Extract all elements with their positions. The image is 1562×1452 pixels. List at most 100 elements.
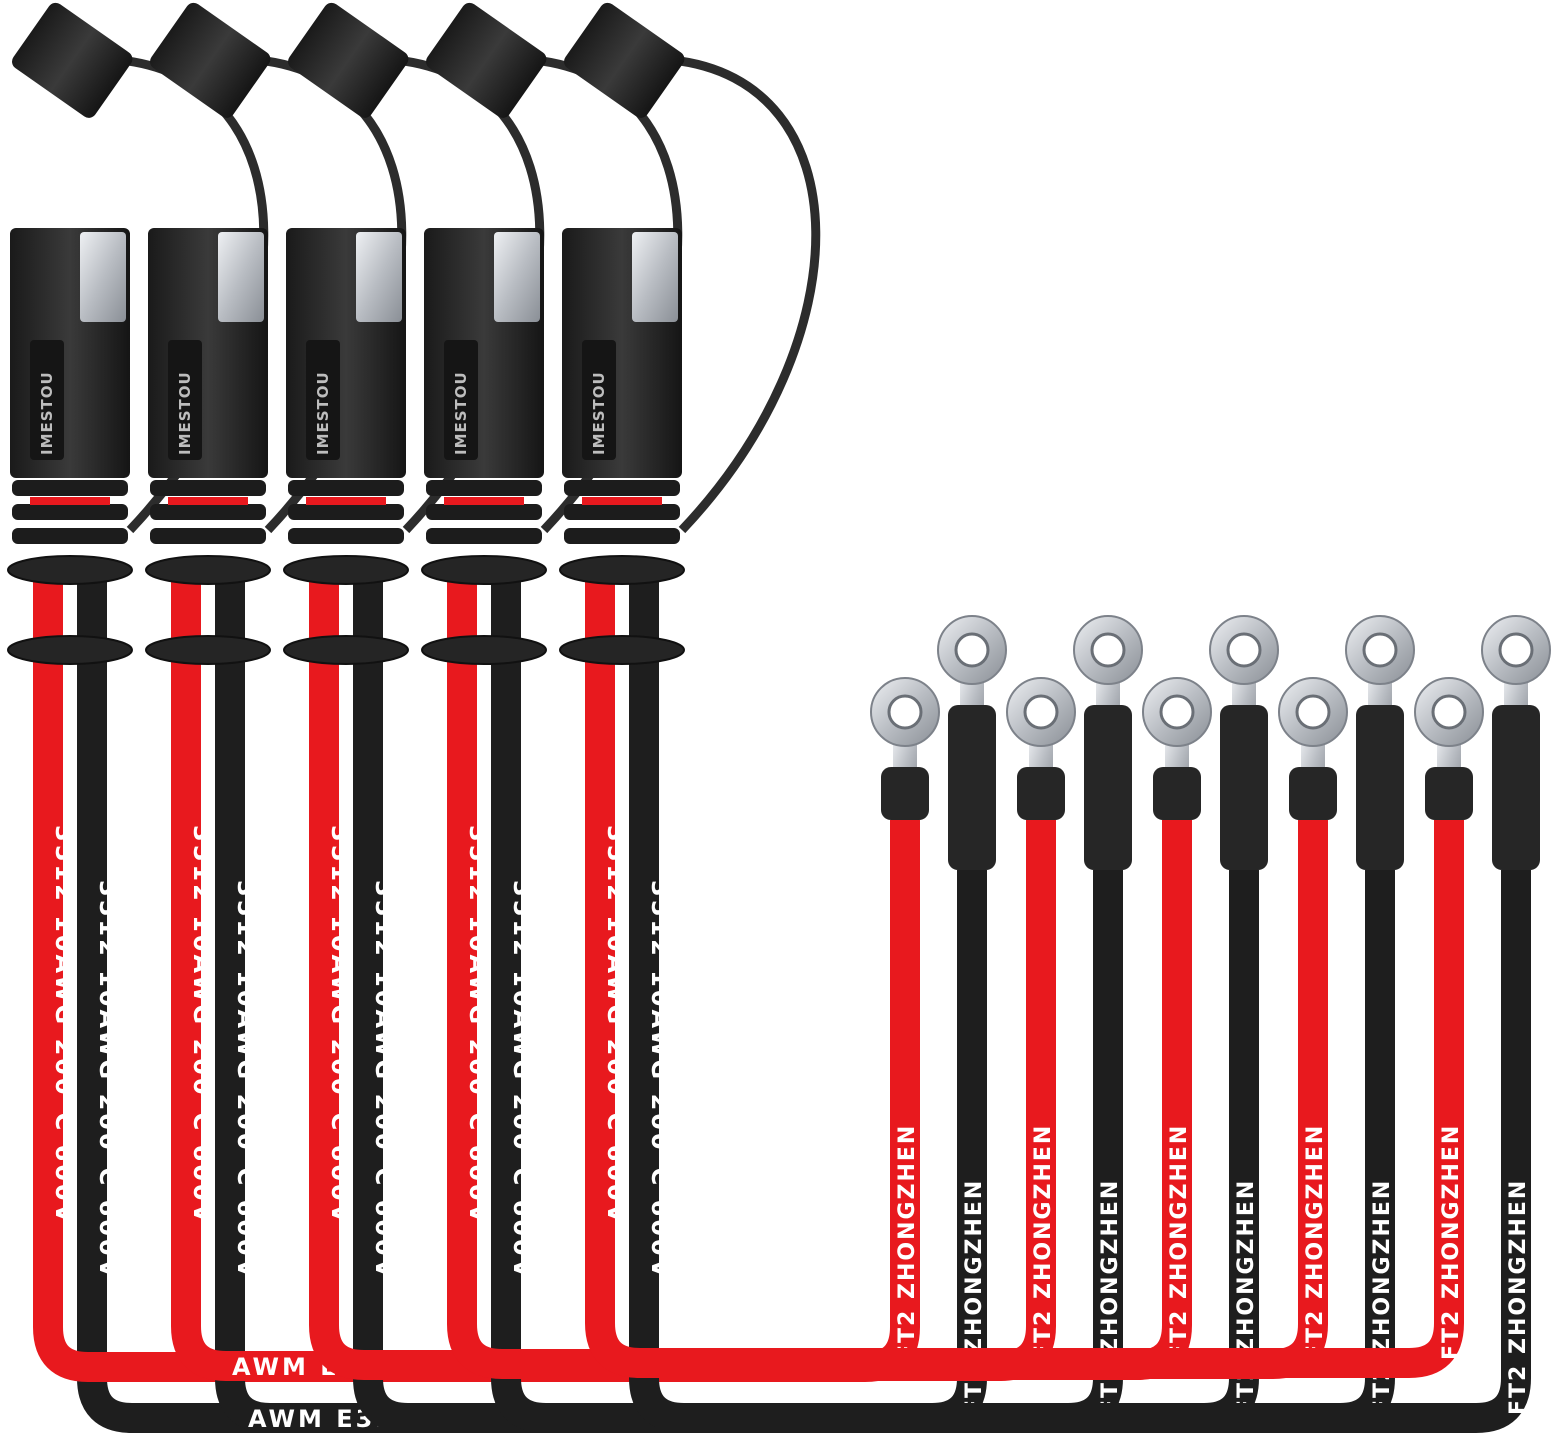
ring-terminal: [1209, 615, 1279, 870]
red-terminal-wire-label: FT2 ZHONGZHEN: [1031, 1124, 1056, 1360]
dust-cap: [288, 2, 409, 118]
strain-relief-ring: [145, 555, 271, 585]
connector-rib: [288, 528, 404, 544]
black-wire-label: 3512 10AWG 200°C 600V: [370, 880, 398, 1280]
red-terminal-wire-label: FT2 ZHONGZHEN: [1167, 1124, 1192, 1360]
terminal-hole: [1498, 632, 1534, 668]
black-terminal-wire-label: FT2 ZHONGZHEN: [1234, 1179, 1259, 1415]
strain-relief-ring: [283, 555, 409, 585]
strain-relief-ring: [283, 635, 409, 665]
connector-rib: [426, 528, 542, 544]
connector-rib: [426, 480, 542, 496]
heat-shrink: [1356, 705, 1404, 870]
ring-terminal: [1278, 677, 1348, 820]
ring-terminal: [1142, 677, 1212, 820]
connector-brand-logo: IMESTOU: [176, 371, 194, 455]
dust-cap: [564, 2, 685, 118]
black-terminal-wire-label: FT2 ZHONGZHEN: [1370, 1179, 1395, 1415]
sae-connector-pin: [632, 232, 678, 322]
connector-rib: [12, 528, 128, 544]
logo-plate: [30, 340, 64, 460]
logo-plate: [582, 340, 616, 460]
red-wire-label: 3512 10AWG 200°C 600V: [326, 825, 354, 1225]
strain-relief-ring: [421, 635, 547, 665]
strain-relief-ring: [145, 635, 271, 665]
heat-shrink: [1017, 767, 1065, 820]
ring-terminal: [1345, 615, 1415, 870]
dust-cap: [426, 2, 547, 118]
connector-rib: [12, 480, 128, 496]
black-wire: [629, 560, 1531, 1433]
logo-plate: [168, 340, 202, 460]
red-band: [582, 497, 662, 505]
heat-shrink: [881, 767, 929, 820]
red-wire-label: 3512 10AWG 200°C 600V: [464, 825, 492, 1225]
red-band: [168, 497, 248, 505]
dust-cap: [150, 2, 271, 118]
ring-terminal: [870, 677, 940, 820]
red-terminal-wire-label: FT2 ZHONGZHEN: [895, 1124, 920, 1360]
black-terminal-wire-label: FT2 ZHONGZHEN: [1506, 1179, 1531, 1415]
connector-rib: [564, 504, 680, 520]
red-wire: [585, 560, 1464, 1378]
terminal-hole: [1226, 632, 1262, 668]
connector-rib: [564, 528, 680, 544]
ring-terminal: [1481, 615, 1551, 870]
strain-relief-ring: [7, 555, 133, 585]
connector-rib: [150, 528, 266, 544]
terminal-hole: [1023, 694, 1059, 730]
red-terminal-wire-label: FT2 ZHONGZHEN: [1439, 1124, 1464, 1360]
connector-brand-logo: IMESTOU: [38, 371, 56, 455]
black-wire-label: 3512 10AWG 200°C 600V: [94, 880, 122, 1280]
red-band: [30, 497, 110, 505]
heat-shrink: [1289, 767, 1337, 820]
dust-cap: [12, 2, 133, 118]
connector-brand-logo: IMESTOU: [590, 371, 608, 455]
logo-plate: [306, 340, 340, 460]
terminal-hole: [1159, 694, 1195, 730]
heat-shrink: [1220, 705, 1268, 870]
terminal-hole: [1431, 694, 1467, 730]
heat-shrink: [1492, 705, 1540, 870]
terminal-hole: [954, 632, 990, 668]
connector-brand-logo: IMESTOU: [314, 371, 332, 455]
cap-tether: [671, 55, 821, 534]
heat-shrink: [948, 705, 996, 870]
strain-relief-ring: [559, 555, 685, 585]
red-band: [444, 497, 524, 505]
strain-relief-ring: [559, 635, 685, 665]
ring-terminal: [937, 615, 1007, 870]
red-wire-label: 3512 10AWG 200°C 600V: [188, 825, 216, 1225]
red-wire-label: 3512 10AWG 200°C 600V: [602, 825, 630, 1225]
sae-connector-pin: [494, 232, 540, 322]
strain-relief-ring: [7, 635, 133, 665]
sae-connector-pin: [218, 232, 264, 322]
terminal-hole: [1362, 632, 1398, 668]
connector-rib: [150, 480, 266, 496]
sae-connector-pin: [356, 232, 402, 322]
ring-terminal: [1414, 677, 1484, 820]
connector-rib: [426, 504, 542, 520]
black-wire-label: 3512 10AWG 200°C 600V: [508, 880, 536, 1280]
red-terminal-wire-label: FT2 ZHONGZHEN: [1303, 1124, 1328, 1360]
terminal-hole: [1295, 694, 1331, 730]
connector-rib: [564, 480, 680, 496]
heat-shrink: [1153, 767, 1201, 820]
connector-rib: [12, 504, 128, 520]
heat-shrink: [1084, 705, 1132, 870]
logo-plate: [444, 340, 478, 460]
ring-terminal: [1006, 677, 1076, 820]
red-band: [306, 497, 386, 505]
red-wire-label: 3512 10AWG 200°C 600V: [50, 825, 78, 1225]
heat-shrink: [1425, 767, 1473, 820]
strain-relief-ring: [421, 555, 547, 585]
cable-assembly: 3512 10AWG 200°C 600V 3512 10AWG 200°C 60…: [559, 2, 1551, 1433]
sae-connector-pin: [80, 232, 126, 322]
connector-rib: [288, 504, 404, 520]
terminal-hole: [1090, 632, 1126, 668]
black-wire-label: 3512 10AWG 200°C 600V: [232, 880, 260, 1280]
connector-brand-logo: IMESTOU: [452, 371, 470, 455]
connector-rib: [288, 480, 404, 496]
black-wire-label: 3512 10AWG 200°C 600V: [646, 880, 674, 1280]
terminal-hole: [887, 694, 923, 730]
